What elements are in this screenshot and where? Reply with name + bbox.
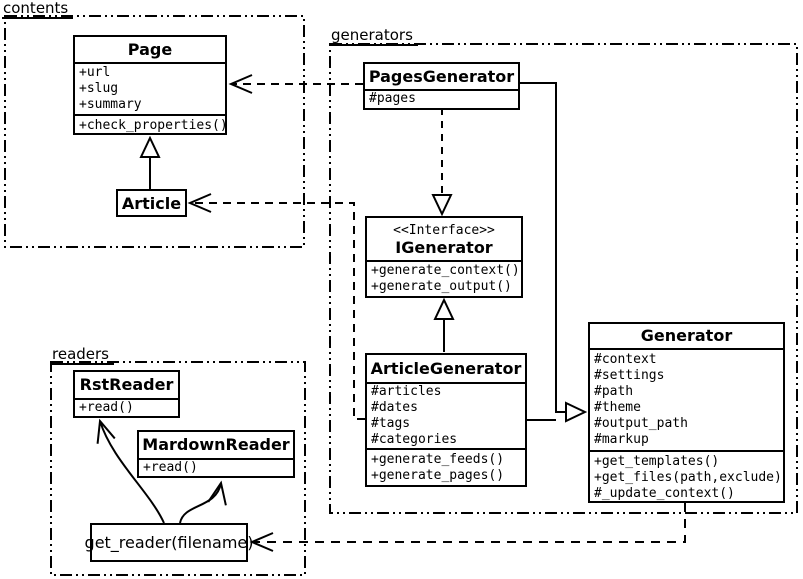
package-readers-border [50,361,306,576]
class-article-name: Article [121,193,182,213]
class-igenerator-methods: +generate_context() +generate_output() [367,260,521,297]
class-generator-attributes: #context #settings #path #theme #output_… [590,348,783,450]
class-pages-generator: PagesGenerator #pages [363,62,520,110]
method: +read() [79,400,134,415]
class-article: Article [116,189,187,217]
attribute: +slug [79,81,119,96]
class-generator: Generator #context #settings #path #them… [588,322,785,503]
attribute: #theme [594,400,641,415]
function-get-reader: get_reader(filename) [85,523,253,562]
edge-getreader-to-rstreader [96,418,165,524]
class-igenerator: <<Interface>> IGenerator +generate_conte… [365,216,523,298]
method: +generate_feeds() [371,452,505,467]
class-rst-reader-name: RstReader [79,375,174,394]
attribute: #settings [594,368,665,383]
edge-pagesgenerator-generalizes-generator [520,82,585,412]
attribute: #dates [371,400,418,415]
method: +generate_pages() [371,468,505,483]
method: +get_templates() [594,454,720,469]
package-label-generators: generators [330,27,418,46]
class-rst-reader: RstReader +read() [73,370,180,418]
class-article-generator-methods: +generate_feeds() +generate_pages() [367,448,525,487]
class-page: Page +url +slug +summary +check_properti… [73,35,227,135]
package-label-readers: readers [51,346,114,365]
method: +check_properties() [79,118,225,133]
attribute: #output_path [594,416,688,431]
attribute: +url [79,65,111,80]
attribute: +summary [79,97,142,112]
class-generator-methods: +get_templates() +get_files(path,exclude… [590,450,783,505]
class-article-generator-attributes: #articles #dates #tags #categories [367,382,525,448]
class-mardown-reader-name: MardownReader [142,435,290,454]
package-generators-border [329,43,798,514]
package-contents-border [4,15,305,248]
attribute: #tags [371,416,411,431]
attribute: #context [594,352,657,367]
class-mardown-reader-methods: +read() [139,458,293,476]
attribute: #categories [371,432,458,447]
method: #_update_context() [594,486,735,501]
class-igenerator-stereotype: <<Interface>> [393,223,495,238]
attribute: #pages [369,91,416,106]
edge-getreader-to-mardownreader [179,480,227,524]
method: +generate_context() [371,263,520,278]
class-article-generator-name: ArticleGenerator [370,359,522,378]
class-page-methods: +check_properties() [75,114,225,138]
class-pages-generator-name: PagesGenerator [368,67,515,86]
attribute: #markup [594,432,649,447]
class-rst-reader-methods: +read() [75,398,178,416]
class-generator-name: Generator [640,326,733,345]
edge-articlegenerator-depends-article [187,193,365,420]
edge-generator-depends-getreader [249,503,686,552]
class-article-generator: ArticleGenerator #articles #dates #tags … [365,353,527,487]
function-get-reader-name: get_reader(filename) [84,533,254,552]
method: +get_files(path,exclude) [594,470,782,485]
class-mardown-reader: MardownReader +read() [137,430,295,478]
package-label-contents: contents [2,0,74,19]
class-pages-generator-attributes: #pages [365,89,518,108]
attribute: #path [594,384,634,399]
method: +read() [143,460,198,475]
attribute: #articles [371,384,442,399]
method: +generate_output() [371,279,512,294]
class-page-name: Page [127,40,173,59]
class-page-attributes: +url +slug +summary [75,62,225,114]
class-igenerator-name: IGenerator [395,238,493,257]
